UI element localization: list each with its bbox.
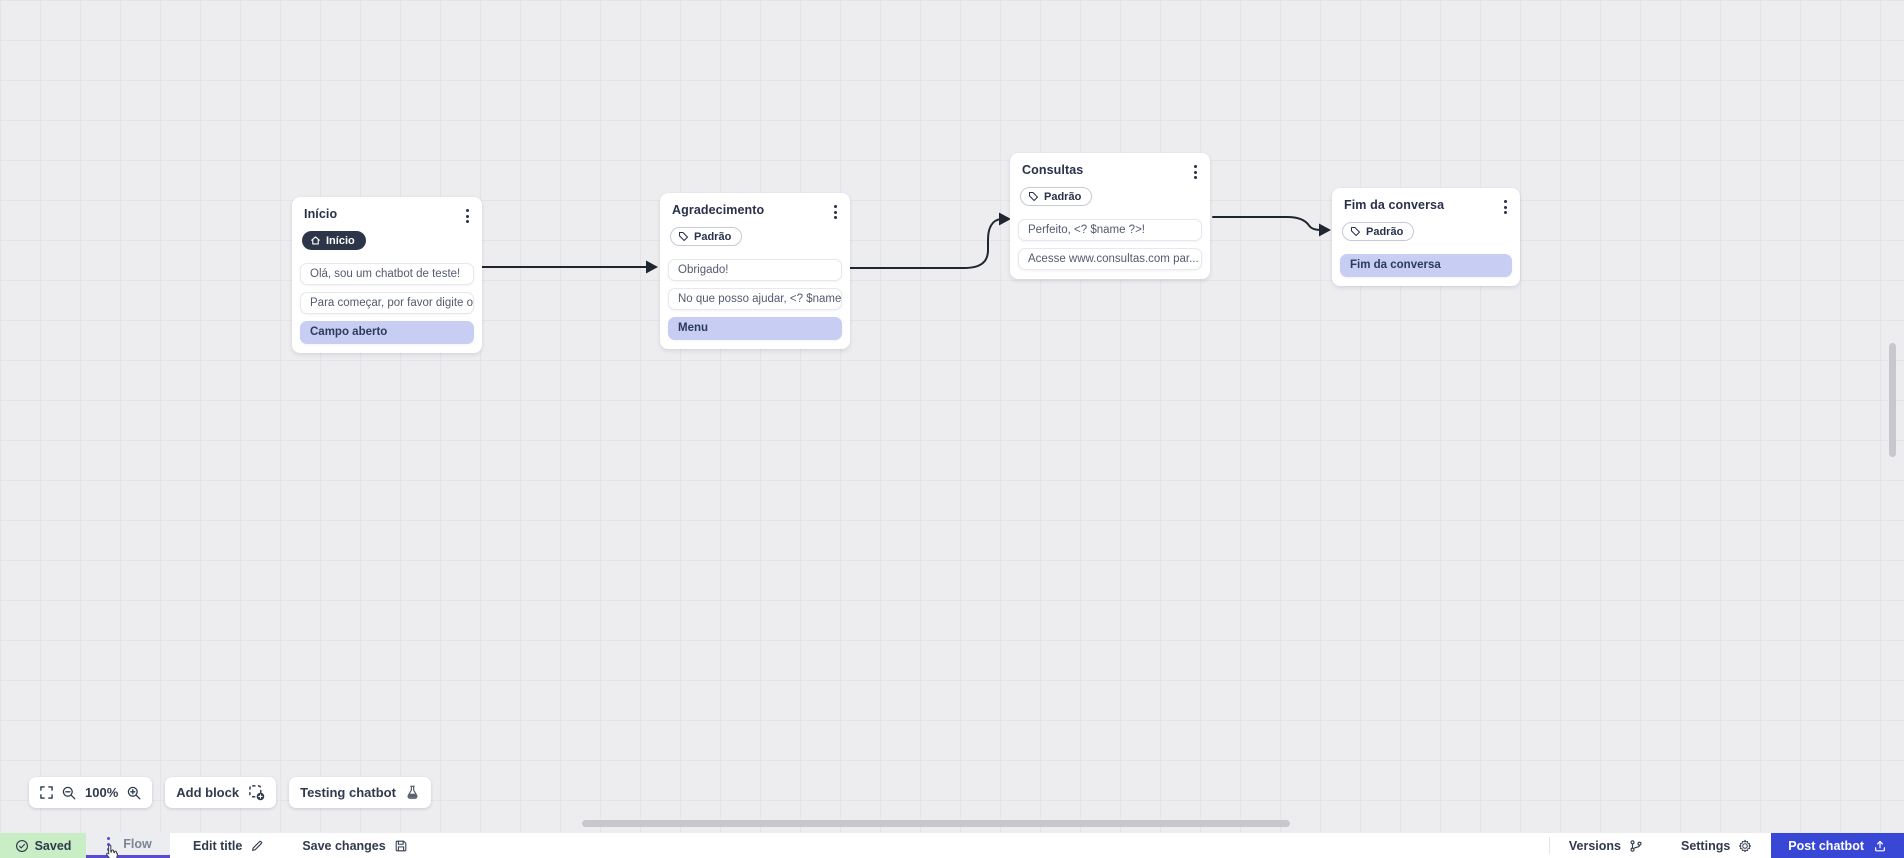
statusbar-divider: [1548, 837, 1550, 854]
kebab-menu-icon[interactable]: [463, 207, 472, 225]
status-badge-default: Padrão: [1020, 187, 1093, 206]
node-title: Início: [304, 207, 338, 221]
edit-title-label: Edit title: [193, 838, 243, 853]
add-block-icon: [249, 785, 265, 801]
vertical-scrollbar[interactable]: [1889, 343, 1896, 457]
status-badge-default: Padrão: [670, 227, 743, 246]
block-input[interactable]: Menu: [668, 317, 842, 340]
upload-icon: [1875, 840, 1885, 851]
add-block-button[interactable]: Add block: [165, 777, 277, 808]
edge-consultas-fim: [1212, 216, 1322, 231]
zoom-in-icon[interactable]: [127, 786, 141, 800]
save-changes-label: Save changes: [302, 838, 386, 853]
node-title: Consultas: [1022, 163, 1084, 177]
save-changes-button[interactable]: Save changes: [283, 833, 426, 858]
edge-agradecimento-consultas: [849, 218, 1002, 269]
canvas-toolbar: 100% Add block Testing chatbot: [29, 777, 431, 808]
flow-node-fim-da-conversa[interactable]: Fim da conversa Padrão Fim da conversa: [1332, 188, 1520, 286]
flow-node-consultas[interactable]: Consultas Padrão Perfeito, <? $name ?>! …: [1010, 153, 1210, 279]
kebab-menu-icon[interactable]: [831, 203, 840, 221]
node-title: Agradecimento: [672, 203, 765, 217]
testing-chatbot-label: Testing chatbot: [300, 785, 396, 800]
testing-chatbot-button[interactable]: Testing chatbot: [289, 777, 431, 808]
arrowhead-icon: [646, 260, 658, 274]
block-text-bubble[interactable]: Acesse www.consultas.com par...: [1018, 248, 1202, 270]
post-chatbot-button[interactable]: Post chatbot: [1771, 833, 1904, 858]
flow-node-agradecimento[interactable]: Agradecimento Padrão Obrigado! No que po…: [660, 193, 850, 349]
arrowhead-icon: [1319, 223, 1331, 237]
saved-status-badge: Saved: [0, 833, 86, 858]
statusbar-spacer: [427, 833, 1549, 858]
gear-icon: [1739, 839, 1752, 852]
block-text-bubble[interactable]: Olá, sou um chatbot de teste!: [300, 263, 474, 285]
block-text-bubble[interactable]: Para começar, por favor digite o ...: [300, 292, 474, 314]
block-text-bubble[interactable]: No que posso ajudar, <? $name ...: [668, 288, 842, 310]
fullscreen-icon[interactable]: [40, 786, 53, 799]
tag-icon: [678, 231, 689, 242]
badge-label: Padrão: [694, 230, 732, 243]
kebab-menu-icon[interactable]: [104, 835, 113, 853]
block-input[interactable]: Campo aberto: [300, 321, 474, 344]
check-circle-icon: [15, 839, 28, 852]
node-title: Fim da conversa: [1344, 198, 1445, 212]
block-text-bubble[interactable]: Perfeito, <? $name ?>!: [1018, 219, 1202, 241]
horizontal-scrollbar[interactable]: [582, 820, 1290, 827]
save-icon: [395, 840, 407, 851]
status-bar: Saved Flow Edit title Save changes Versi…: [0, 832, 1904, 858]
post-chatbot-label: Post chatbot: [1788, 838, 1864, 853]
zoom-out-icon[interactable]: [62, 786, 76, 800]
flow-tab-label: Flow: [123, 837, 152, 851]
block-text-bubble[interactable]: Obrigado!: [668, 259, 842, 281]
home-icon: [311, 236, 320, 245]
settings-button[interactable]: Settings: [1662, 833, 1771, 858]
pencil-icon: [252, 840, 263, 851]
badge-label: Padrão: [1366, 225, 1404, 238]
zoom-controls: 100%: [29, 777, 153, 808]
kebab-menu-icon[interactable]: [1191, 163, 1200, 181]
settings-label: Settings: [1680, 838, 1731, 853]
git-branch-icon: [1630, 839, 1642, 852]
block-input[interactable]: Fim da conversa: [1340, 254, 1512, 277]
badge-label: Início: [326, 234, 355, 247]
status-badge-default: Padrão: [1342, 222, 1415, 241]
tab-flow[interactable]: Flow: [86, 833, 170, 858]
tag-icon: [1350, 226, 1361, 237]
edit-title-button[interactable]: Edit title: [174, 833, 283, 858]
flow-node-inicio[interactable]: Início Início Olá, sou um chatbot de tes…: [292, 197, 482, 353]
tag-icon: [1028, 191, 1039, 202]
badge-label: Padrão: [1044, 190, 1082, 203]
status-badge-start: Início: [302, 231, 366, 250]
add-block-label: Add block: [176, 785, 240, 800]
zoom-level: 100%: [85, 785, 119, 800]
saved-label: Saved: [34, 838, 72, 853]
versions-label: Versions: [1568, 838, 1621, 853]
flask-icon: [407, 785, 418, 799]
versions-button[interactable]: Versions: [1550, 833, 1662, 858]
kebab-menu-icon[interactable]: [1501, 198, 1510, 216]
